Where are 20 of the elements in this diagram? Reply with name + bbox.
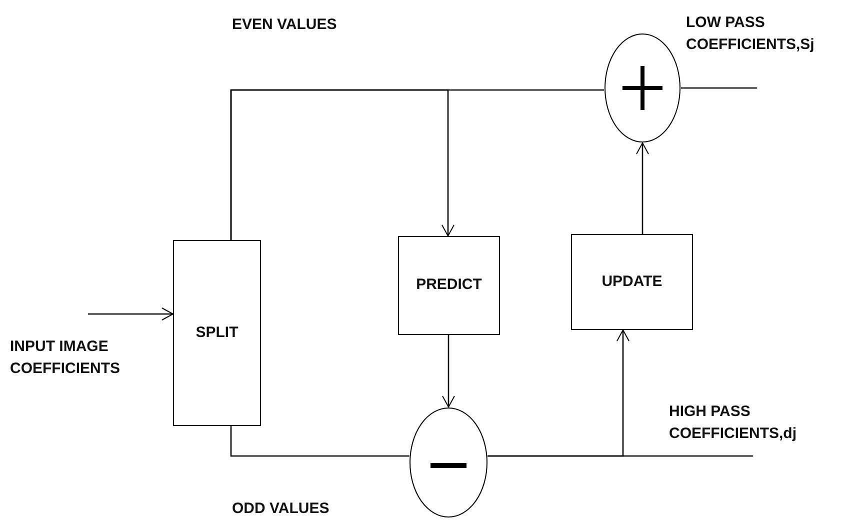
box-label: UPDATE [602, 272, 662, 292]
connector-line [442, 335, 455, 408]
signal-label: LOW PASS COEFFICIENTS,Sj [686, 13, 816, 55]
signal-label: EVEN VALUES [232, 15, 338, 35]
signal-label: INPUT IMAGE COEFFICIENTS [10, 337, 122, 379]
adder-symbol [604, 33, 681, 143]
box-label: SPLIT [196, 322, 238, 343]
connector-line [488, 455, 753, 457]
process-box [398, 236, 500, 335]
connector-line [636, 142, 649, 234]
box-label: PREDICT [416, 275, 482, 296]
connector-line [681, 87, 757, 89]
signal-label: HIGH PASS COEFFICIENTS,dj [669, 402, 798, 444]
process-box [571, 234, 693, 330]
process-box [173, 240, 261, 426]
connector-line [88, 308, 174, 320]
subtractor-symbol [409, 407, 488, 518]
connector-line [230, 426, 410, 457]
signal-label: ODD VALUES [232, 499, 330, 519]
connector-line [230, 89, 454, 240]
